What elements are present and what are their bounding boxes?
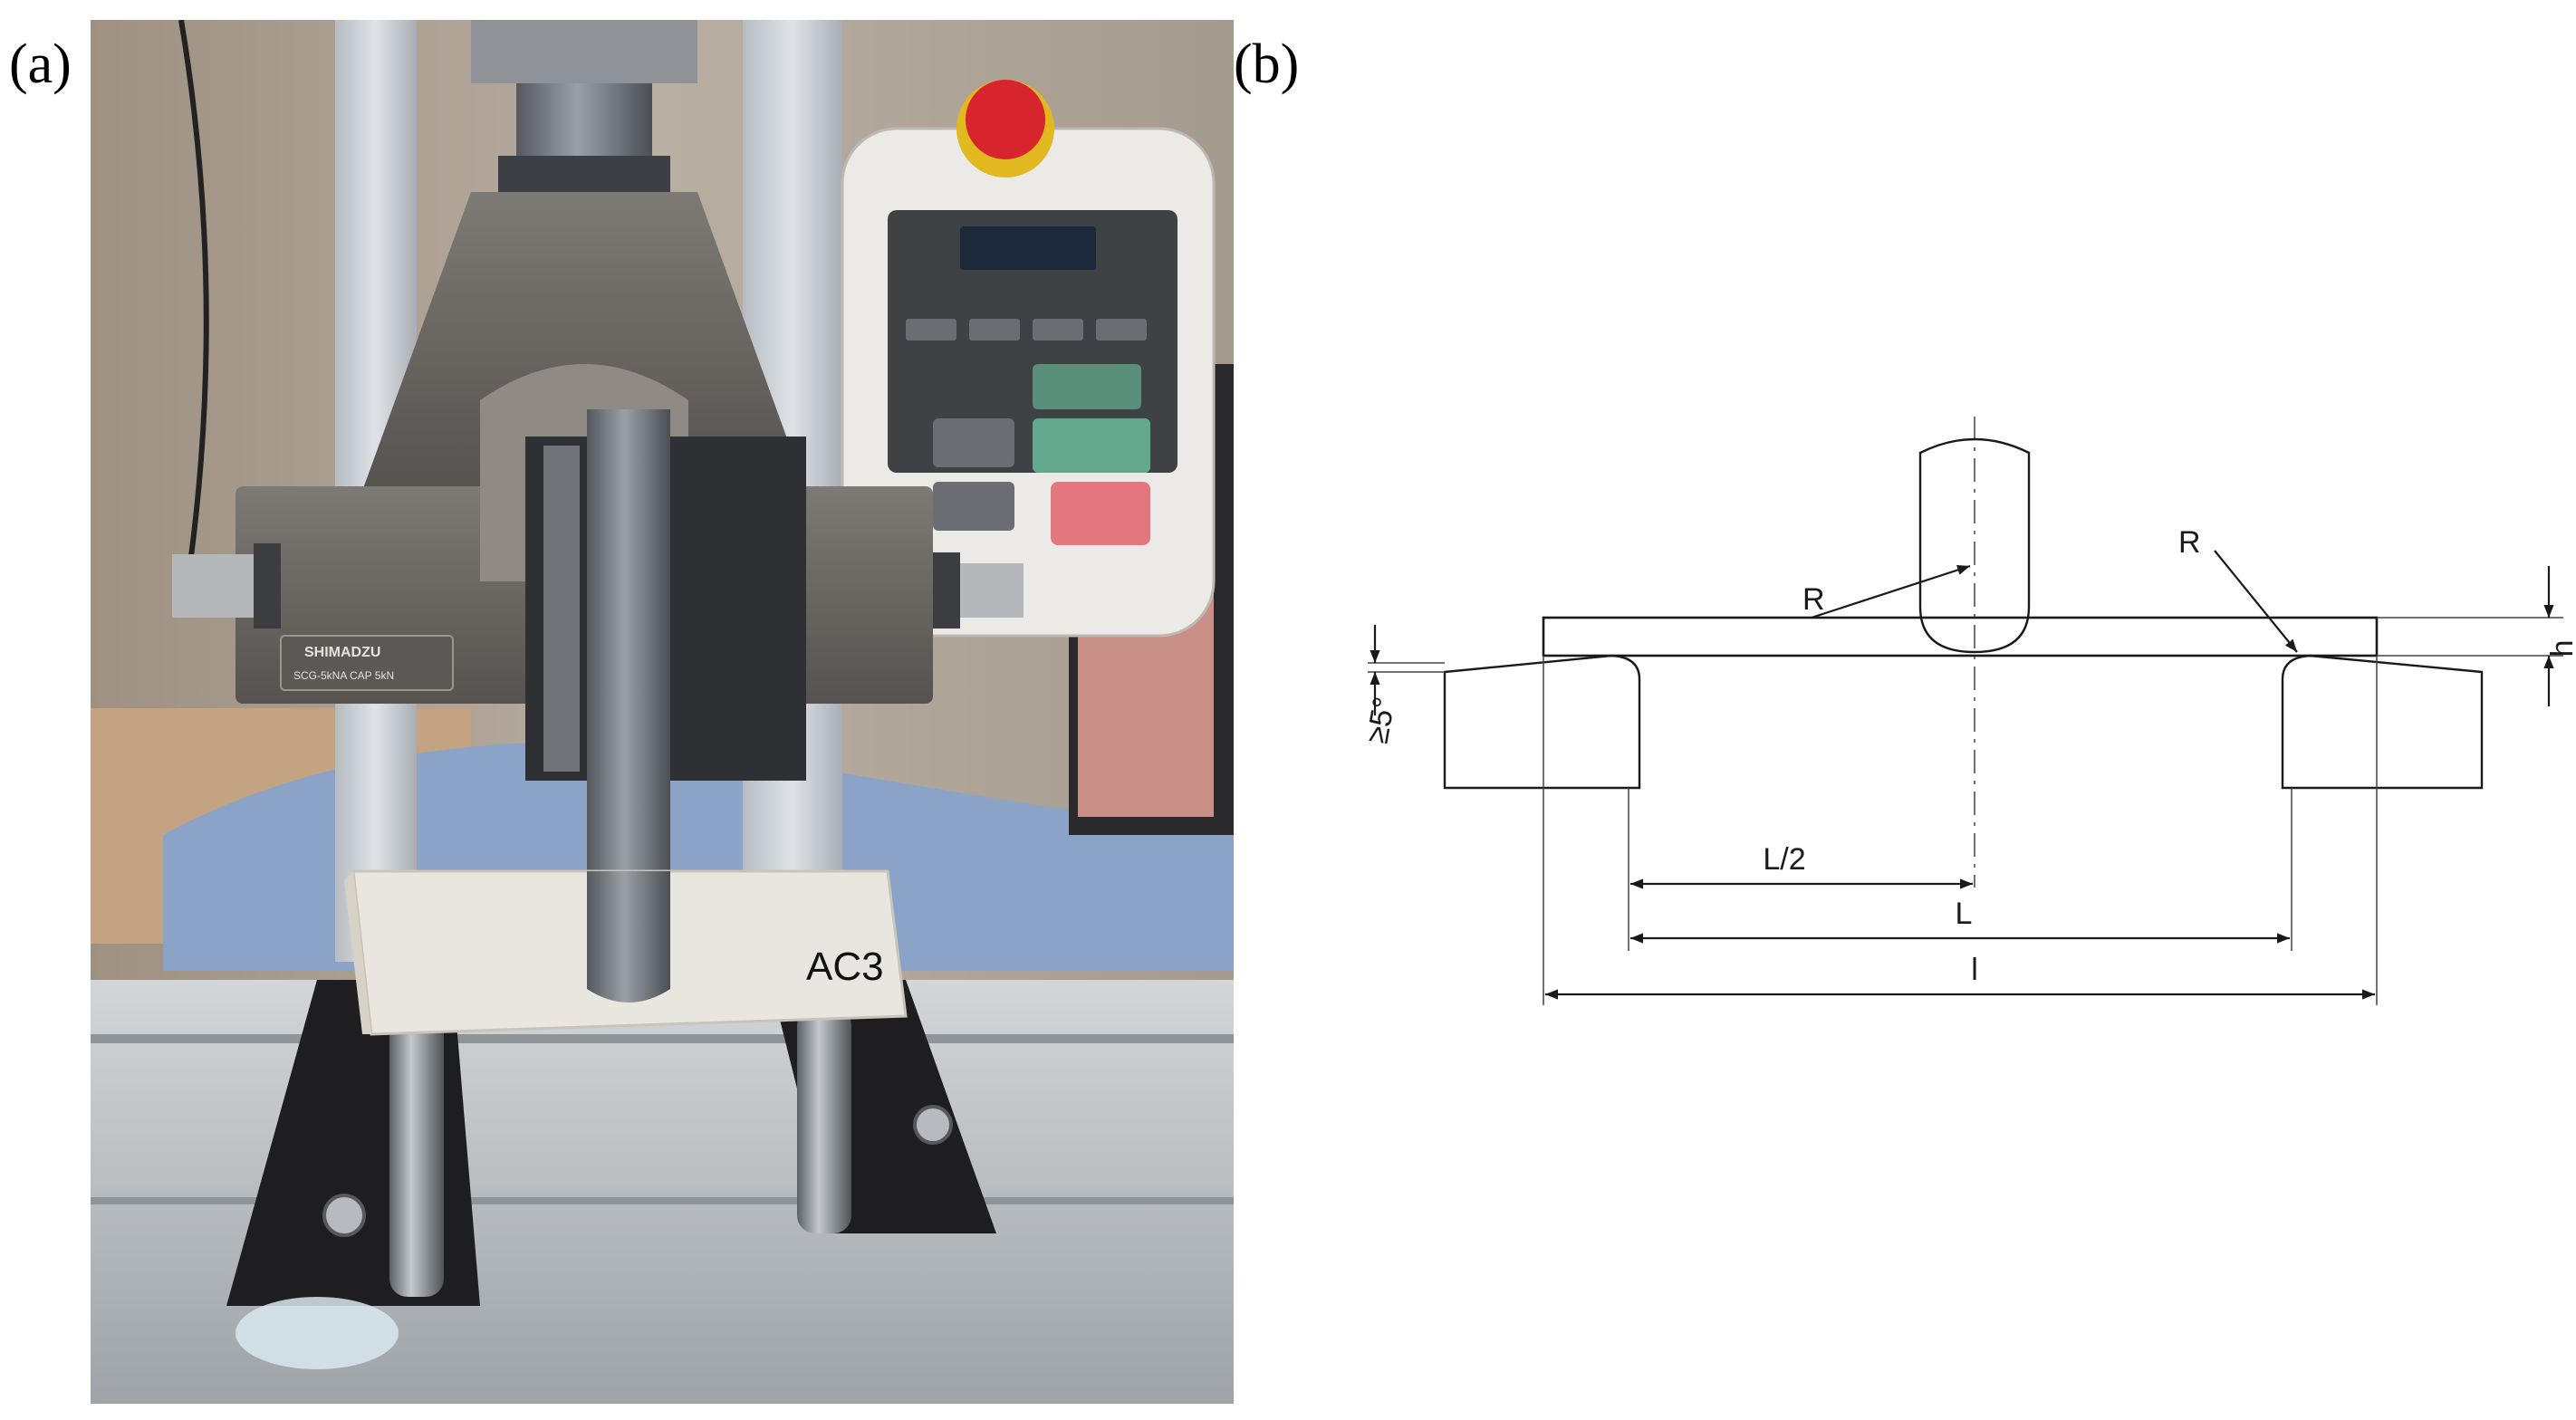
specimen-label: AC3 (806, 945, 884, 989)
gel-spill (235, 1297, 399, 1369)
loading-radius-leader (1811, 564, 1971, 619)
controller-display (960, 226, 1096, 270)
support-roller-right (797, 1007, 851, 1233)
loading-nose (587, 409, 670, 1003)
loading-radius-label: R (1802, 582, 1825, 617)
half-span-label: L/2 (1763, 842, 1805, 877)
fixture-nameplate (280, 635, 454, 691)
panel-label-b: (b) (1234, 34, 1300, 95)
length-label: l (1971, 953, 1978, 987)
support-right (2281, 654, 2484, 790)
three-point-bending-photo: SHIMADZU SCG-5kNA CAP 5kN AC3 (91, 20, 1234, 1404)
panel-label-a: (a) (9, 34, 72, 95)
specimen-outline (1542, 616, 2379, 657)
emergency-stop-icon (966, 80, 1045, 159)
span-label: L (1956, 897, 1973, 931)
support-radius-leader (2214, 550, 2298, 653)
support-roller-left (389, 1007, 444, 1297)
support-left (1443, 654, 1641, 790)
loading-nose-outline (1918, 437, 2031, 654)
svg-text:SCG-5kNA CAP 5kN: SCG-5kNA CAP 5kN (293, 669, 394, 682)
angle-label: ≥5° (1360, 695, 1402, 746)
cable (178, 20, 209, 564)
svg-text:SHIMADZU: SHIMADZU (304, 645, 380, 660)
support-radius-label: R (2178, 525, 2201, 560)
three-point-bending-diagram: R R h ≥5° L/2 L l (1360, 417, 2576, 1005)
load-cell-stem (516, 83, 652, 165)
crosshead (471, 20, 697, 83)
controller-pendant (841, 80, 1216, 638)
thickness-label: h (2545, 640, 2576, 657)
